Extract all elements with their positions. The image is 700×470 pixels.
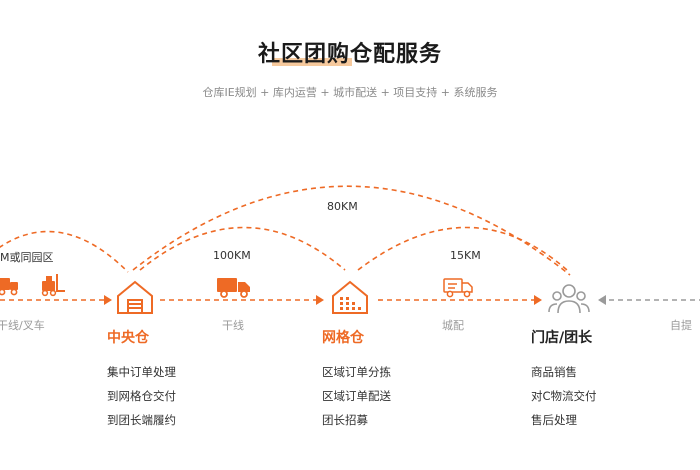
arrowhead-left bbox=[104, 295, 112, 305]
node-label-central: 中央仓 bbox=[107, 330, 149, 346]
left-location-label: M或同园区 bbox=[0, 251, 54, 264]
warehouse-icon bbox=[117, 280, 153, 314]
page-subtitle: 仓库IE规划 + 库内运营 + 城市配送 + 项目支持 + 系统服务 bbox=[202, 86, 498, 99]
title-highlight bbox=[272, 58, 352, 66]
list-item: 到团长端履约 bbox=[107, 413, 176, 427]
van-icon bbox=[443, 278, 473, 298]
list-item: 对C物流交付 bbox=[531, 389, 597, 403]
arc-central-to-store bbox=[132, 185, 571, 276]
page-title: 社区团购仓配服务 bbox=[257, 42, 442, 67]
list-item: 区域订单配送 bbox=[322, 389, 391, 403]
arc-left bbox=[0, 230, 129, 273]
node-label-grid: 网格仓 bbox=[322, 330, 364, 346]
list-item: 商品销售 bbox=[531, 365, 577, 379]
grid-duties-list: 区域订单分拣 区域订单配送 团长招募 bbox=[322, 360, 391, 432]
central-duties-list: 集中订单处理 到网格仓交付 到团长端履约 bbox=[107, 360, 176, 432]
list-item: 区域订单分拣 bbox=[322, 365, 391, 379]
arrowhead-mid bbox=[316, 295, 324, 305]
forklift-icon bbox=[41, 274, 65, 297]
list-item: 售后处理 bbox=[531, 413, 577, 427]
truck-icon bbox=[217, 278, 250, 298]
list-item: 团长招募 bbox=[322, 413, 368, 427]
arc-grid-to-store bbox=[357, 226, 568, 271]
truck-icon bbox=[0, 278, 18, 296]
arrowhead-right bbox=[534, 295, 542, 305]
route-label-left: 干线/叉车 bbox=[0, 319, 45, 332]
distance-label-100km: 100KM bbox=[213, 249, 251, 262]
distance-label-15km: 15KM bbox=[450, 249, 481, 262]
grid-warehouse-icon bbox=[332, 280, 368, 314]
route-label-far-right: 自提 bbox=[670, 319, 692, 332]
distance-label-80km: 80KM bbox=[327, 200, 358, 213]
list-item: 到网格仓交付 bbox=[107, 389, 176, 403]
list-item: 集中订单处理 bbox=[107, 365, 176, 379]
store-duties-list: 商品销售 对C物流交付 售后处理 bbox=[531, 360, 597, 432]
community-people-icon bbox=[548, 284, 590, 314]
arrowhead-far-right bbox=[598, 295, 606, 305]
node-label-store: 门店/团长 bbox=[531, 330, 593, 346]
route-label-mid: 干线 bbox=[222, 319, 244, 332]
route-label-right: 城配 bbox=[442, 319, 464, 332]
